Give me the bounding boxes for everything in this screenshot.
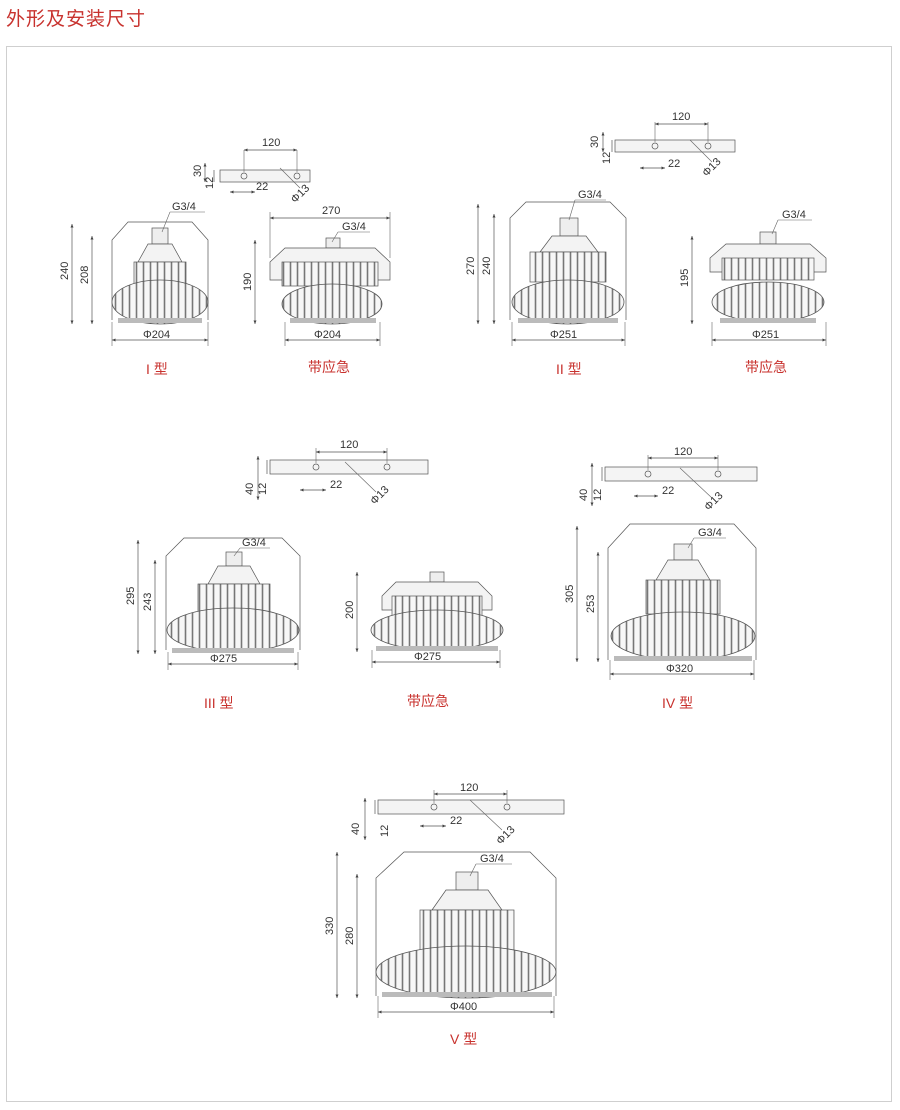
thread-label-v: G3/4: [480, 853, 504, 865]
dim-diameter-iii: Φ275: [210, 653, 237, 665]
caption-type-i: I 型: [146, 361, 168, 377]
dim-height-body-iii: 243: [142, 593, 154, 611]
dim-diameter-iv: Φ320: [666, 663, 693, 675]
dim-height-body-v: 280: [344, 927, 356, 945]
dim-diameter-e: Φ204: [314, 329, 341, 341]
caption-emergency-iii: 带应急: [407, 693, 449, 709]
dim-height-total-iv: 305: [564, 585, 576, 603]
dim-height-body: 208: [79, 266, 91, 284]
dim-bracket-h1-c: 40: [244, 483, 256, 495]
lamp-type-iii-emergency: 200 Φ275 带应急: [344, 571, 504, 709]
thread-label-iii: G3/4: [242, 537, 266, 549]
dim-bracket-h1-e: 40: [350, 823, 362, 835]
bracket-type-i: 120 22 Φ13 30 12: [192, 137, 312, 206]
dim-bracket-22-d: 22: [662, 485, 674, 497]
dim-height-total-v: 330: [324, 917, 336, 935]
thread-label-iv: G3/4: [698, 527, 722, 539]
caption-type-iv: IV 型: [662, 695, 693, 711]
dim-bracket-120-e: 120: [460, 782, 478, 794]
dim-bracket-h2-b: 12: [601, 152, 613, 164]
lamp-type-iv: G3/4 305 253 Φ320 IV 型: [564, 523, 757, 711]
dim-height-ii-e: 195: [679, 269, 691, 287]
dim-bracket-h2-c: 12: [257, 483, 269, 495]
thread-label: G3/4: [172, 201, 196, 213]
lamp-type-ii-emergency: G3/4 195 Φ251 带应急: [679, 209, 827, 375]
page-title: 外形及安装尺寸: [6, 9, 147, 30]
dim-bracket-hole-e: Φ13: [494, 824, 517, 847]
lamp-type-ii: G3/4 270 240 Φ251 II 型: [465, 189, 627, 377]
dim-diameter-ii: Φ251: [550, 329, 577, 341]
dim-bracket-120-b: 120: [672, 111, 690, 123]
caption-emergency-ii: 带应急: [745, 359, 787, 375]
dim-bracket-hole-c: Φ13: [368, 484, 391, 507]
caption-type-iii: III 型: [204, 695, 234, 711]
dim-bracket-hole-d: Φ13: [702, 490, 725, 513]
bracket-type-iv: 120 22 Φ13 40 12: [578, 446, 758, 513]
drawing-frame: [6, 46, 892, 1102]
dim-bracket-22-c: 22: [330, 479, 342, 491]
dim-height-total-iii: 295: [125, 587, 137, 605]
dim-height-iii-e: 200: [344, 601, 356, 619]
dim-bracket-h2-d: 12: [592, 489, 604, 501]
bracket-type-ii: 120 22 Φ13 30 12: [589, 111, 736, 179]
dim-bracket-h2-e: 12: [379, 825, 391, 837]
bracket-type-v: 120 22 Φ13 40 12: [350, 782, 565, 847]
lamp-type-i: G3/4 240 208 Φ204 I 型: [59, 201, 209, 377]
dim-bracket-120-c: 120: [340, 439, 358, 451]
dim-height-total: 240: [59, 262, 71, 280]
dim-diameter-v: Φ400: [450, 1001, 477, 1013]
dim-bracket-h2: 12: [204, 177, 216, 189]
dim-height-body-iv: 253: [585, 595, 597, 613]
dim-width-top: 270: [322, 205, 340, 217]
caption-type-v: V 型: [450, 1031, 477, 1047]
dim-diameter: Φ204: [143, 329, 170, 341]
dim-height-e: 190: [242, 273, 254, 291]
caption-type-ii: II 型: [556, 361, 582, 377]
thread-label-ii: G3/4: [578, 189, 602, 201]
dim-height-body-ii: 240: [481, 257, 493, 275]
dim-bracket-22: 22: [256, 181, 268, 193]
caption-emergency-i: 带应急: [308, 359, 350, 375]
dim-diameter-ii-e: Φ251: [752, 329, 779, 341]
lamp-type-v: G3/4 330 280 Φ400 V 型: [324, 851, 557, 1047]
dim-height-total-ii: 270: [465, 257, 477, 275]
dim-bracket-h1-b: 30: [589, 136, 601, 148]
bracket-type-iii: 120 22 Φ13 40 12: [244, 439, 429, 507]
dim-bracket-h1: 30: [192, 165, 204, 177]
lamp-type-i-emergency: 270 G3/4 190 Φ204 带应急: [242, 205, 391, 375]
lamp-type-iii: G3/4 295 243 Φ275 III 型: [125, 537, 301, 711]
dim-bracket-22-e: 22: [450, 815, 462, 827]
dim-bracket-120: 120: [262, 137, 280, 149]
dim-bracket-22-b: 22: [668, 158, 680, 170]
dim-bracket-hole-b: Φ13: [700, 156, 723, 179]
dim-bracket-h1-d: 40: [578, 489, 590, 501]
thread-label-e: G3/4: [342, 221, 366, 233]
thread-label-ii-e: G3/4: [782, 209, 806, 221]
dim-bracket-hole: Φ13: [289, 182, 312, 205]
dim-bracket-120-d: 120: [674, 446, 692, 458]
dim-diameter-iii-e: Φ275: [414, 651, 441, 663]
